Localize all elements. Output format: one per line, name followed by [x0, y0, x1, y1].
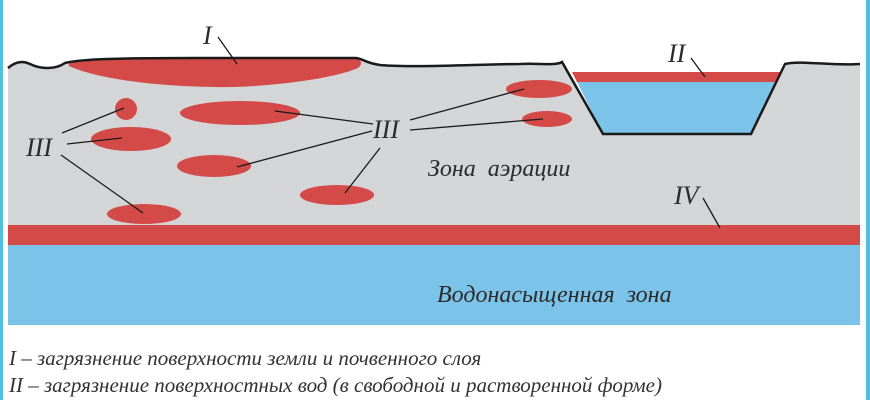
label-iii-mid: III: [372, 115, 400, 144]
pollution-spot: [107, 204, 181, 224]
surface-water-pollution: [572, 72, 780, 82]
pollution-spot: [91, 127, 171, 151]
label-i: I: [202, 21, 213, 50]
pollution-spot: [115, 98, 137, 120]
label-iii-left: III: [25, 133, 53, 162]
left-border: [0, 0, 3, 400]
pollution-spot: [522, 111, 572, 127]
leader-lines: [60, 36, 721, 229]
label-ii: II: [667, 39, 687, 68]
legend-item: II – загрязнение поверхностных вод (в св…: [9, 373, 662, 397]
label-iv: IV: [673, 181, 702, 210]
groundwater-pollution-layer: [8, 225, 860, 245]
surface-water: [577, 82, 775, 134]
pollution-spot: [180, 101, 300, 125]
ground-surface-line: [7, 56, 861, 136]
aeration-zone-label: Зона аэрации: [428, 156, 570, 182]
right-border: [866, 0, 870, 400]
surface-pollution-lens: [69, 58, 362, 88]
legend-item: I – загрязнение поверхности земли и почв…: [9, 346, 482, 370]
pollution-spot: [177, 155, 251, 177]
saturated-zone-label: Водонасыщенная зона: [437, 282, 672, 308]
saturated-zone: [8, 245, 860, 325]
pollution-spot: [300, 185, 374, 205]
aeration-zone-soil: [8, 58, 860, 225]
pollution-spot: [506, 80, 572, 98]
